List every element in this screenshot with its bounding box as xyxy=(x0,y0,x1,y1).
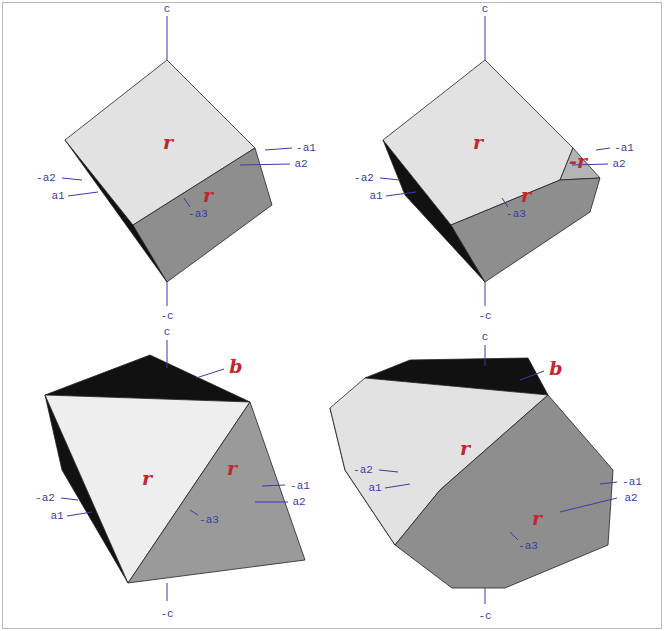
axis-label: -a1 xyxy=(614,143,634,154)
axis-label: -a2 xyxy=(353,465,373,476)
axis-label: c xyxy=(164,327,171,338)
axis-label: -c xyxy=(478,311,491,322)
axis-label: -a2 xyxy=(36,173,56,184)
face-label: r xyxy=(163,133,173,152)
face-label: r xyxy=(203,186,213,205)
axis-label: -a2 xyxy=(35,493,55,504)
axis-label: -a1 xyxy=(296,143,316,154)
axis-label: -c xyxy=(160,609,173,620)
axis-label: a2 xyxy=(624,493,637,504)
axis-label: a2 xyxy=(292,497,305,508)
axis-label: a1 xyxy=(369,191,382,202)
axis-label: -a3 xyxy=(188,209,208,220)
axis-label: a2 xyxy=(612,159,625,170)
face-label: r xyxy=(142,469,152,488)
face-label: r xyxy=(227,459,237,478)
axis-label: -c xyxy=(478,611,491,622)
face-label: -r xyxy=(569,152,587,171)
axis-label: a1 xyxy=(368,483,381,494)
axis-label: -a3 xyxy=(506,209,526,220)
axis-label: -c xyxy=(160,311,173,322)
axis-label: -a3 xyxy=(199,515,219,526)
axis-label: c xyxy=(482,332,489,343)
face-label: r xyxy=(473,133,483,152)
axis-label: a1 xyxy=(51,191,64,202)
axis-label: -a1 xyxy=(290,481,310,492)
axis-label: c xyxy=(482,3,489,14)
axis-label: -a2 xyxy=(354,173,374,184)
axis-label: -a3 xyxy=(518,541,538,552)
face-label: b xyxy=(229,357,242,376)
axis-label: a1 xyxy=(50,511,63,522)
axis-label: -a1 xyxy=(622,477,642,488)
axis-label: c xyxy=(164,3,171,14)
face-label: r xyxy=(521,186,531,205)
face-label: r xyxy=(532,509,542,528)
face-label: b xyxy=(549,359,562,378)
face-label: r xyxy=(460,439,470,458)
axis-label: a2 xyxy=(294,159,307,170)
